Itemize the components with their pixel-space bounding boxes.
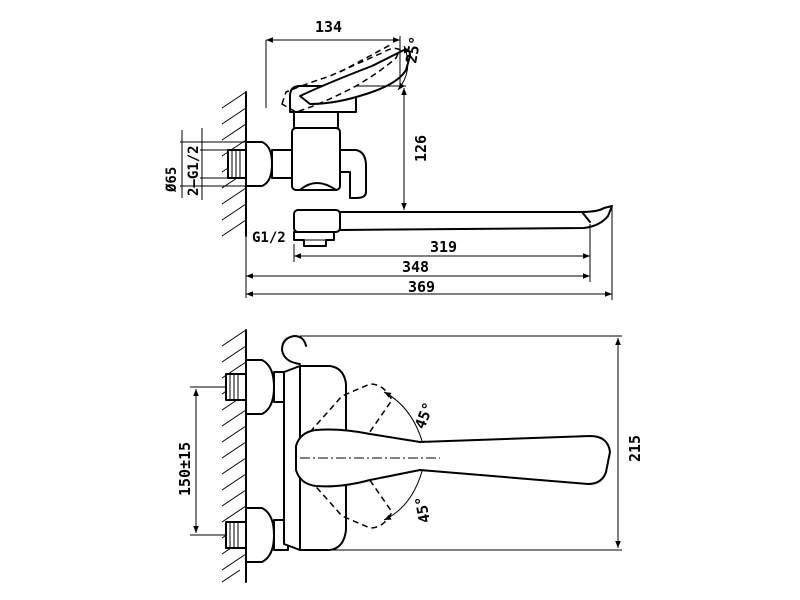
dim-319: 319 bbox=[293, 224, 591, 262]
dim-total-length-label: 369 bbox=[408, 278, 435, 296]
dim-center-distance-label: 150±15 bbox=[176, 442, 194, 496]
inlet-connector-lower bbox=[225, 507, 289, 563]
dim-diameter-label: Ø65 bbox=[164, 167, 180, 193]
dim-width-label: 134 bbox=[315, 18, 342, 36]
handle-top bbox=[299, 48, 411, 105]
dim-height-bottom-label: 215 bbox=[626, 435, 644, 462]
dim-126: 126 bbox=[340, 85, 430, 213]
dim-215: 215 bbox=[300, 335, 644, 551]
handle-tilted-upper bbox=[308, 383, 393, 447]
hook-icon bbox=[281, 335, 307, 365]
inlet-connector-top bbox=[227, 141, 293, 187]
dim-inlet-thread-label: 2–G1/2 bbox=[186, 145, 202, 196]
dim-369: 369 bbox=[246, 206, 613, 300]
dim-348: 348 bbox=[245, 236, 591, 298]
dim-angle-upper-label: 45° bbox=[411, 400, 438, 432]
dim-angle-lower-label: 45° bbox=[412, 495, 434, 525]
angle-arc-lower bbox=[383, 463, 426, 521]
handle-bottom bbox=[295, 428, 611, 488]
inlet-connector-upper bbox=[225, 359, 289, 415]
dim-height-label: 126 bbox=[412, 135, 430, 162]
dim-angle-label: 25° bbox=[402, 35, 424, 65]
dim-25-angle: 25° bbox=[397, 35, 425, 91]
dim-mid-length-label: 348 bbox=[402, 258, 429, 276]
dim-inlet: Ø65 2–G1/2 bbox=[164, 128, 262, 200]
dim-150: 150±15 bbox=[176, 386, 226, 536]
top-view: 134 25° 126 Ø65 2–G1/2 G1/2 bbox=[164, 18, 613, 300]
dim-spout-length-label: 319 bbox=[430, 238, 457, 256]
dim-outlet-thread-label: G1/2 bbox=[252, 230, 286, 246]
angle-arc-upper bbox=[383, 391, 426, 449]
spout-top bbox=[293, 205, 613, 247]
bottom-view: 45° 45° 215 150±15 bbox=[176, 329, 644, 583]
handle-tilted-lower bbox=[308, 465, 393, 529]
